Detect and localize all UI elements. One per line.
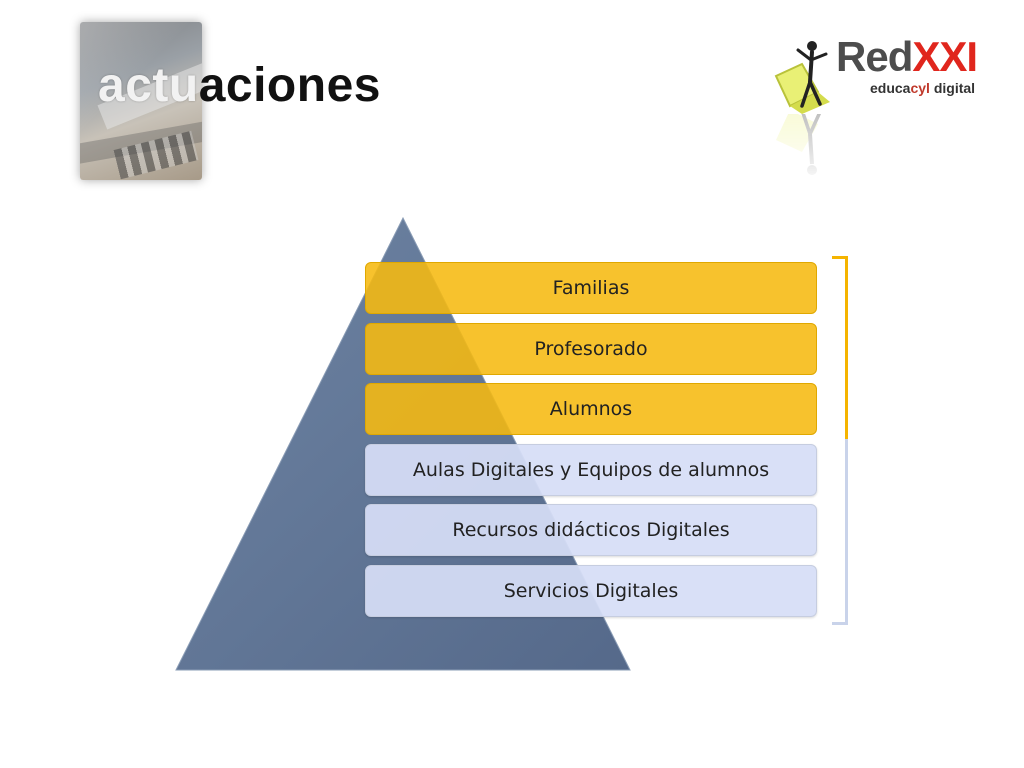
blue-group-bracket <box>832 439 848 625</box>
slide-title-rest: aciones <box>198 59 381 112</box>
pyramid-level-alumnos: Alumnos <box>365 383 817 435</box>
pyramid-level-familias: Familias <box>365 262 817 314</box>
logo-tagline: educacyl digital <box>870 80 976 96</box>
pyramid-level-aulas-digitales-y-equipos-de-alumnos: Aulas Digitales y Equipos de alumnos <box>365 443 817 496</box>
pyramid-level-servicios-digitales: Servicios Digitales <box>365 564 817 617</box>
pyramid-level-profesorado: Profesorado <box>365 322 817 375</box>
logo-brand: RedXXI <box>836 33 978 80</box>
slide-title-overlay: actu <box>98 59 199 112</box>
title-photo <box>80 22 202 180</box>
gold-group-bracket <box>832 256 848 439</box>
logo-reflection <box>768 109 998 188</box>
pyramid-level-recursos-didácticos-digitales: Recursos didácticos Digitales <box>365 504 817 556</box>
stick-figure-laptop-icon <box>774 41 830 114</box>
redxxi-logo: RedXXI educacyl digital <box>768 28 998 188</box>
slide-title: actuaciones <box>98 62 381 110</box>
